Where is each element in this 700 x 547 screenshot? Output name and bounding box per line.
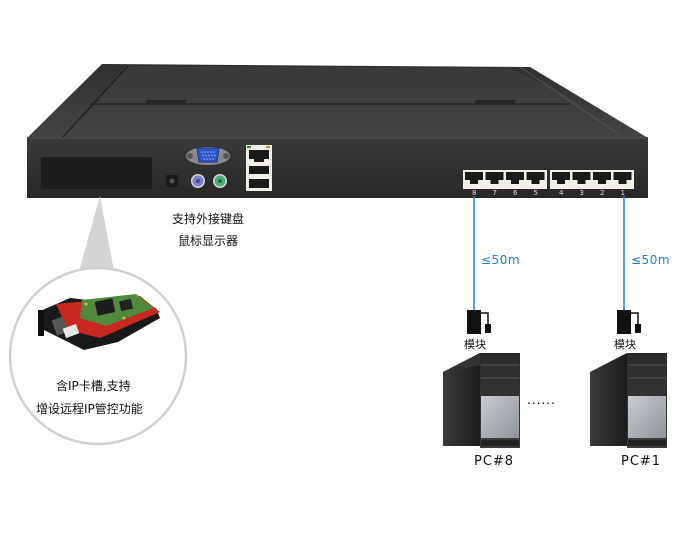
port-number-7: 7	[492, 189, 497, 197]
pc-label-8: PC#8	[474, 454, 515, 469]
module-pc8	[467, 310, 491, 334]
ip-card-board	[38, 294, 160, 350]
rj45-port-3	[572, 172, 591, 184]
port-number-4: 4	[559, 189, 564, 197]
port-number-8: 8	[472, 189, 477, 197]
rj45-port-5	[526, 172, 545, 184]
chassis-top-panel	[90, 66, 600, 112]
port-number-5: 5	[533, 189, 538, 197]
port-number-3: 3	[579, 189, 584, 197]
lan-usb-stack	[246, 145, 272, 191]
port-number-2: 2	[600, 189, 605, 197]
keyboard-mouse-label-line2: 鼠标显示器	[178, 234, 239, 248]
port-number-6: 6	[513, 189, 518, 197]
ip-card-slot	[41, 157, 152, 189]
module-label-pc1: 模块	[614, 338, 636, 351]
ps2-keyboard-port	[191, 174, 205, 188]
rj45-port-4	[552, 172, 570, 184]
ip-card-label-line1: 含IP卡槽,支持	[56, 379, 131, 393]
keyboard-mouse-label-line1: 支持外接键盘	[172, 212, 245, 226]
ps2-mouse-port	[213, 174, 227, 188]
rj45-port-8	[465, 172, 483, 184]
pc-tower-8	[443, 353, 520, 448]
port-number-1: 1	[620, 189, 625, 197]
callout-circle	[8, 266, 188, 446]
callout-pointer	[76, 196, 116, 282]
ellipsis: ......	[527, 393, 556, 407]
rj45-port-1	[613, 172, 632, 184]
rj45-group-4-1	[550, 170, 634, 189]
rj45-port-2	[593, 172, 611, 184]
distance-label-pc8: ≤50m	[481, 253, 521, 267]
ip-card-label-line2: 增设远程IP管控功能	[36, 402, 143, 416]
rj45-group-8-5	[463, 170, 547, 189]
rj45-ports	[465, 172, 632, 184]
power-jack	[166, 175, 178, 187]
module-label-pc8: 模块	[464, 338, 486, 351]
module-pc1	[617, 310, 641, 334]
vga-port	[186, 147, 230, 165]
pc-tower-1	[590, 353, 667, 448]
distance-label-pc1: ≤50m	[631, 253, 671, 267]
rj45-port-7	[485, 172, 504, 184]
rj45-port-6	[506, 172, 524, 184]
pc-label-1: PC#1	[621, 454, 662, 469]
